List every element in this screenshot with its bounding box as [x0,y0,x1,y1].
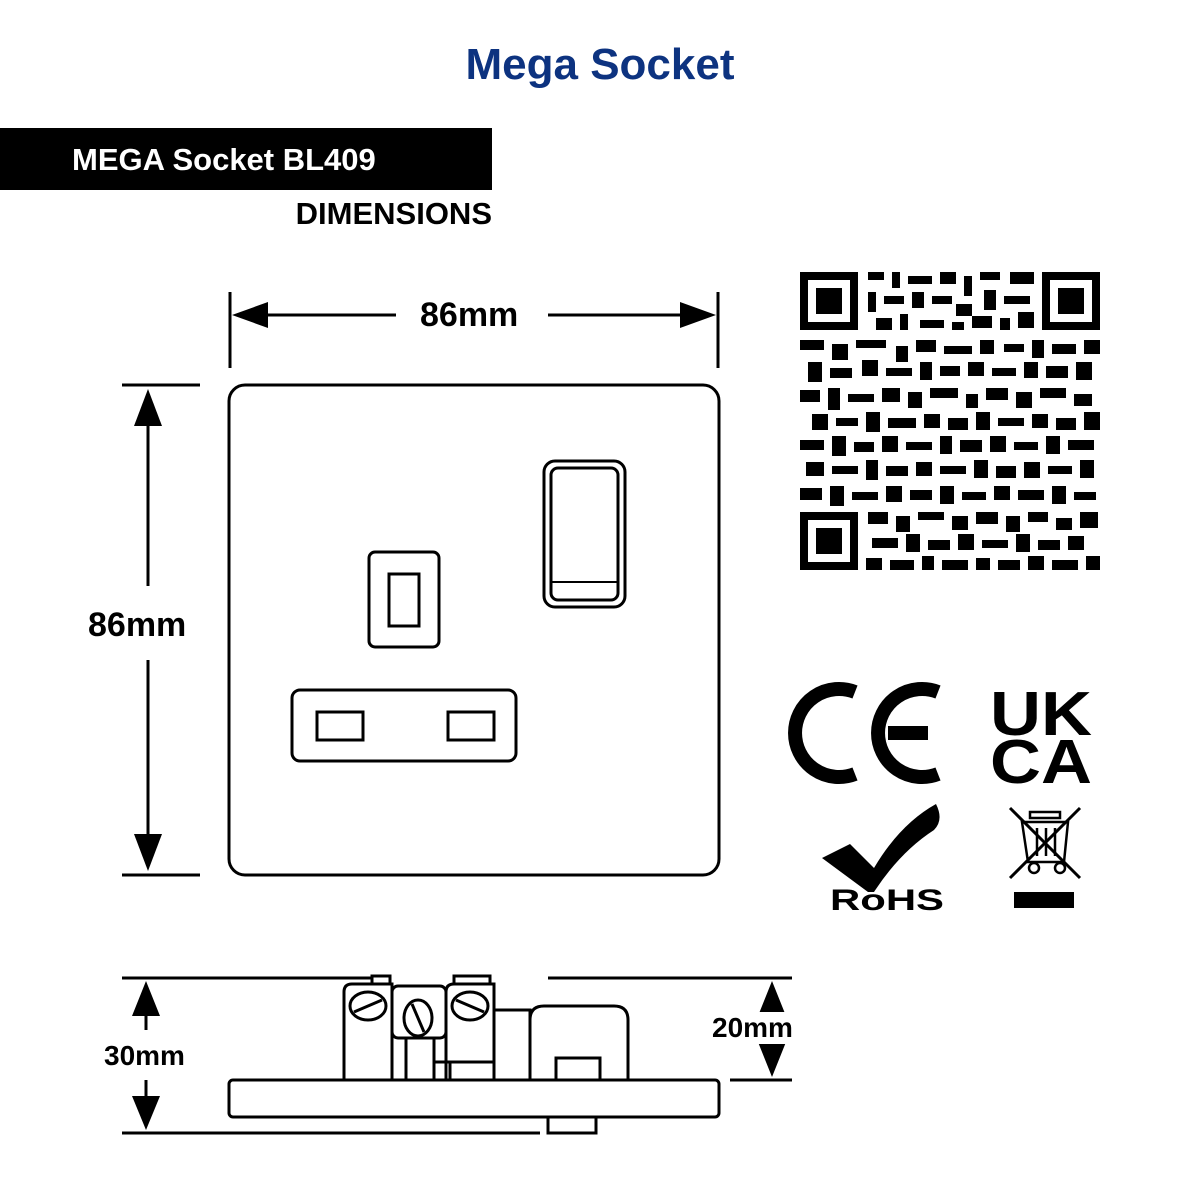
weee-bin-icon [1008,806,1082,908]
model-banner: MEGA Socket BL409 [0,128,492,190]
section-label: DIMENSIONS [295,196,492,231]
svg-text:RoHS: RoHS [830,884,944,917]
socket-body [342,974,630,1082]
plug-pin-stub [546,1115,598,1135]
ce-mark-text: CE [870,699,872,701]
height-label: 86mm [86,602,189,649]
page-title: Mega Socket [465,40,735,89]
width-dimension-line [228,292,720,368]
check-mark-icon [822,804,940,892]
svg-text:CA: CA [990,728,1092,797]
width-label: 86mm [414,296,525,335]
svg-text:UK: UK [990,680,1092,749]
live-neutral-block [290,688,518,763]
side-view [122,974,792,1135]
ce-mark [788,682,941,784]
height-dimension-line [122,383,200,877]
rocker-switch-inner [549,466,620,602]
plate-side [227,1078,721,1119]
socket-plate [227,383,721,877]
earth-pin-slot [367,550,441,649]
rohs-mark: RoHS [822,804,944,917]
front-view [122,292,721,877]
total-depth-dimension-line [122,976,540,1135]
protrusion-label: 20mm [712,1012,793,1044]
total-depth-label: 30mm [104,1040,185,1072]
protrusion-dimension-line [548,976,792,1082]
qr-code [800,272,1100,570]
rocker-switch-outer [542,459,627,609]
ukca-mark: UK CA [990,680,1092,797]
